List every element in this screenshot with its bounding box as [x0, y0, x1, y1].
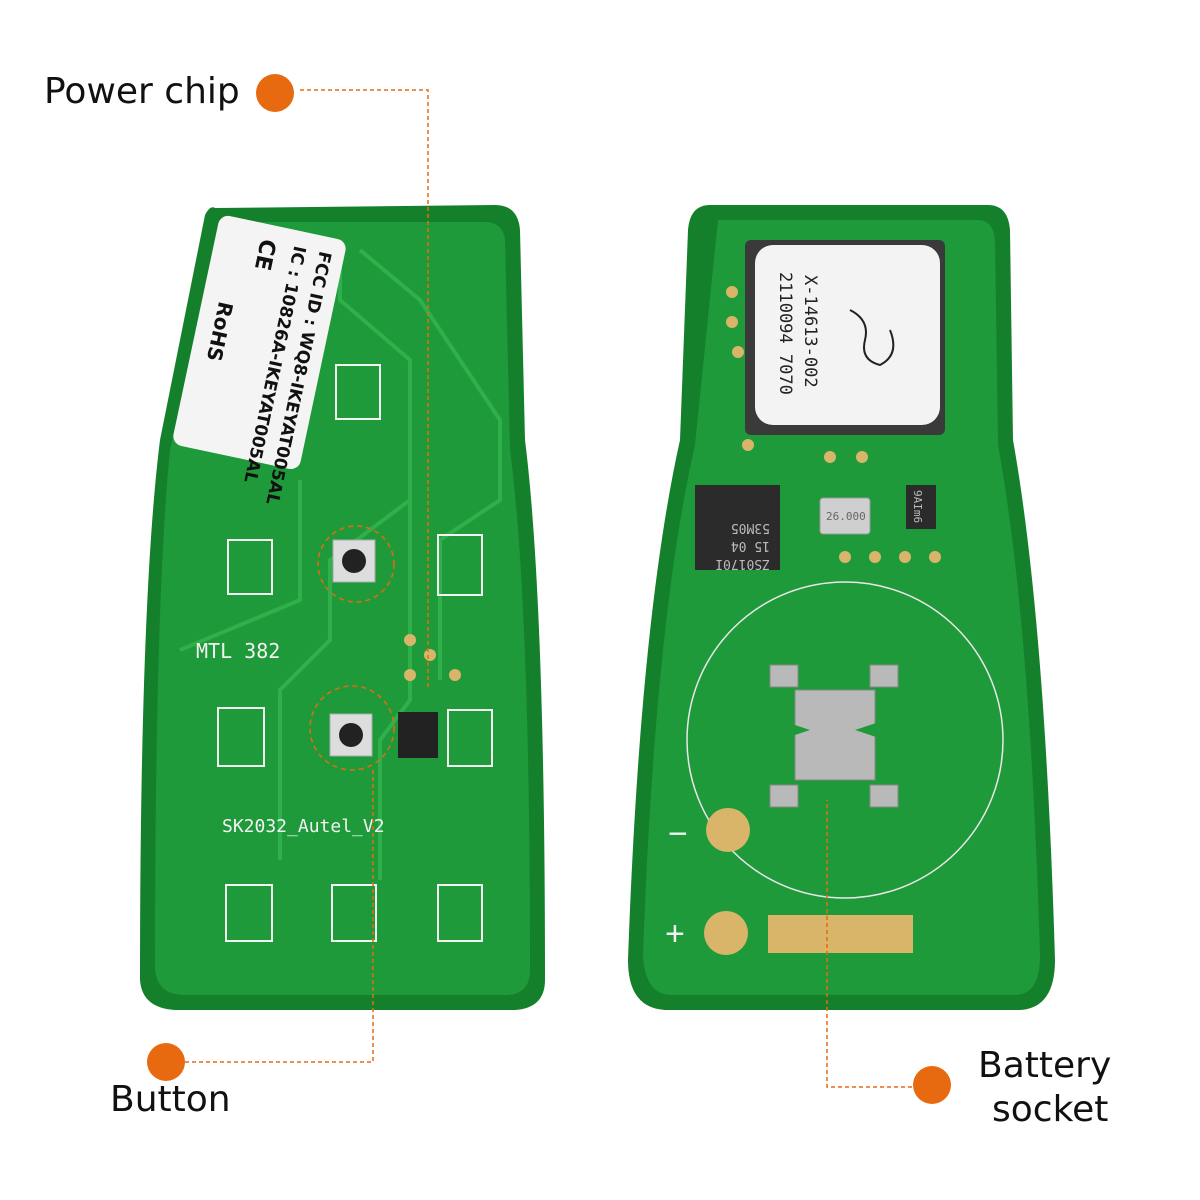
small-chip	[906, 485, 936, 529]
power-chip	[398, 712, 438, 758]
shield-serial: 2110094 7070	[775, 272, 795, 395]
chip-line-1: ZS0170I	[715, 556, 770, 571]
chip-line-3: 53M05	[731, 520, 770, 535]
left-pcb-board: FCC ID : WQ8-IKEYAT005AL IC : 10826A-IKE…	[140, 205, 545, 1010]
power-chip-label: Power chip	[44, 71, 240, 112]
battery-outline	[686, 581, 1004, 899]
small-chip-label: 9AIm6	[911, 490, 924, 523]
logo-icon	[849, 309, 895, 367]
negative-pad	[706, 808, 750, 852]
crystal	[819, 497, 871, 535]
plus-sign: +	[665, 915, 685, 953]
shield-part-number: X-14613-002	[800, 275, 820, 388]
silk-model: SK2032_Autel_V2	[222, 816, 385, 837]
battery-label-line1: Battery	[978, 1045, 1112, 1086]
minus-sign: −	[668, 815, 688, 853]
callout-lines	[185, 89, 912, 1088]
button-left-bottom	[309, 685, 395, 771]
power-chip-marker	[256, 74, 294, 112]
right-pcb-board: X-14613-002 2110094 7070 ZS0170I 15 04 5…	[628, 205, 1055, 1010]
battery-socket	[765, 664, 900, 808]
crystal-frequency: 26.000	[826, 510, 866, 523]
battery-label-line2: socket	[992, 1089, 1109, 1130]
button-marker	[147, 1043, 185, 1081]
button-left-top	[317, 525, 395, 603]
mcu-chip	[695, 485, 780, 570]
button-label: Button	[110, 1079, 231, 1120]
battery-marker	[913, 1066, 951, 1104]
positive-pad	[704, 911, 748, 955]
power-chip-leader	[300, 89, 429, 690]
silk-mtl: MTL 382	[196, 639, 280, 663]
battery-leader	[826, 800, 912, 1088]
chip-line-2: 15 04	[731, 538, 770, 553]
